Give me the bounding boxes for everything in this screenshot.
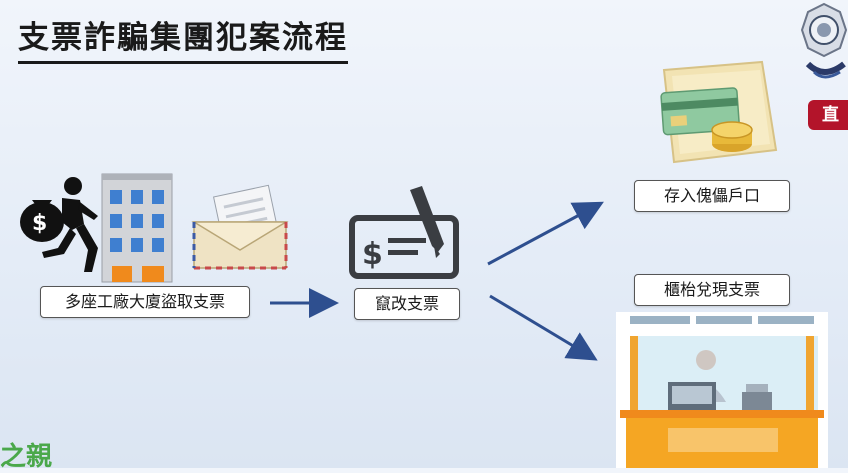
bank-counter-icon [616, 312, 828, 468]
svg-text:$: $ [32, 211, 47, 236]
wallet-cards-coins-icon [660, 60, 778, 164]
step-steal-label: 多座工廠大廈盜取支票 [40, 286, 250, 318]
cheque-pen-icon: $ [349, 186, 459, 279]
thief-money-bag-icon: $ [20, 177, 98, 272]
page-title: 支票詐騙集團犯案流程 [18, 12, 348, 64]
step-counter-label: 櫃枱兌現支票 [634, 274, 790, 306]
watermark-text: 之親 [0, 442, 53, 472]
step-deposit-label: 存入傀儡戶口 [634, 180, 790, 212]
live-badge: 直 [808, 100, 848, 130]
step-alter-label: 竄改支票 [354, 288, 460, 320]
arrow-alter-to-deposit [487, 201, 604, 266]
arrow-alter-to-counter [489, 294, 598, 361]
police-crest-icon [800, 2, 848, 79]
envelope-cheque-icon [191, 184, 289, 270]
office-building-icon [101, 173, 173, 283]
svg-text:$: $ [362, 237, 383, 272]
